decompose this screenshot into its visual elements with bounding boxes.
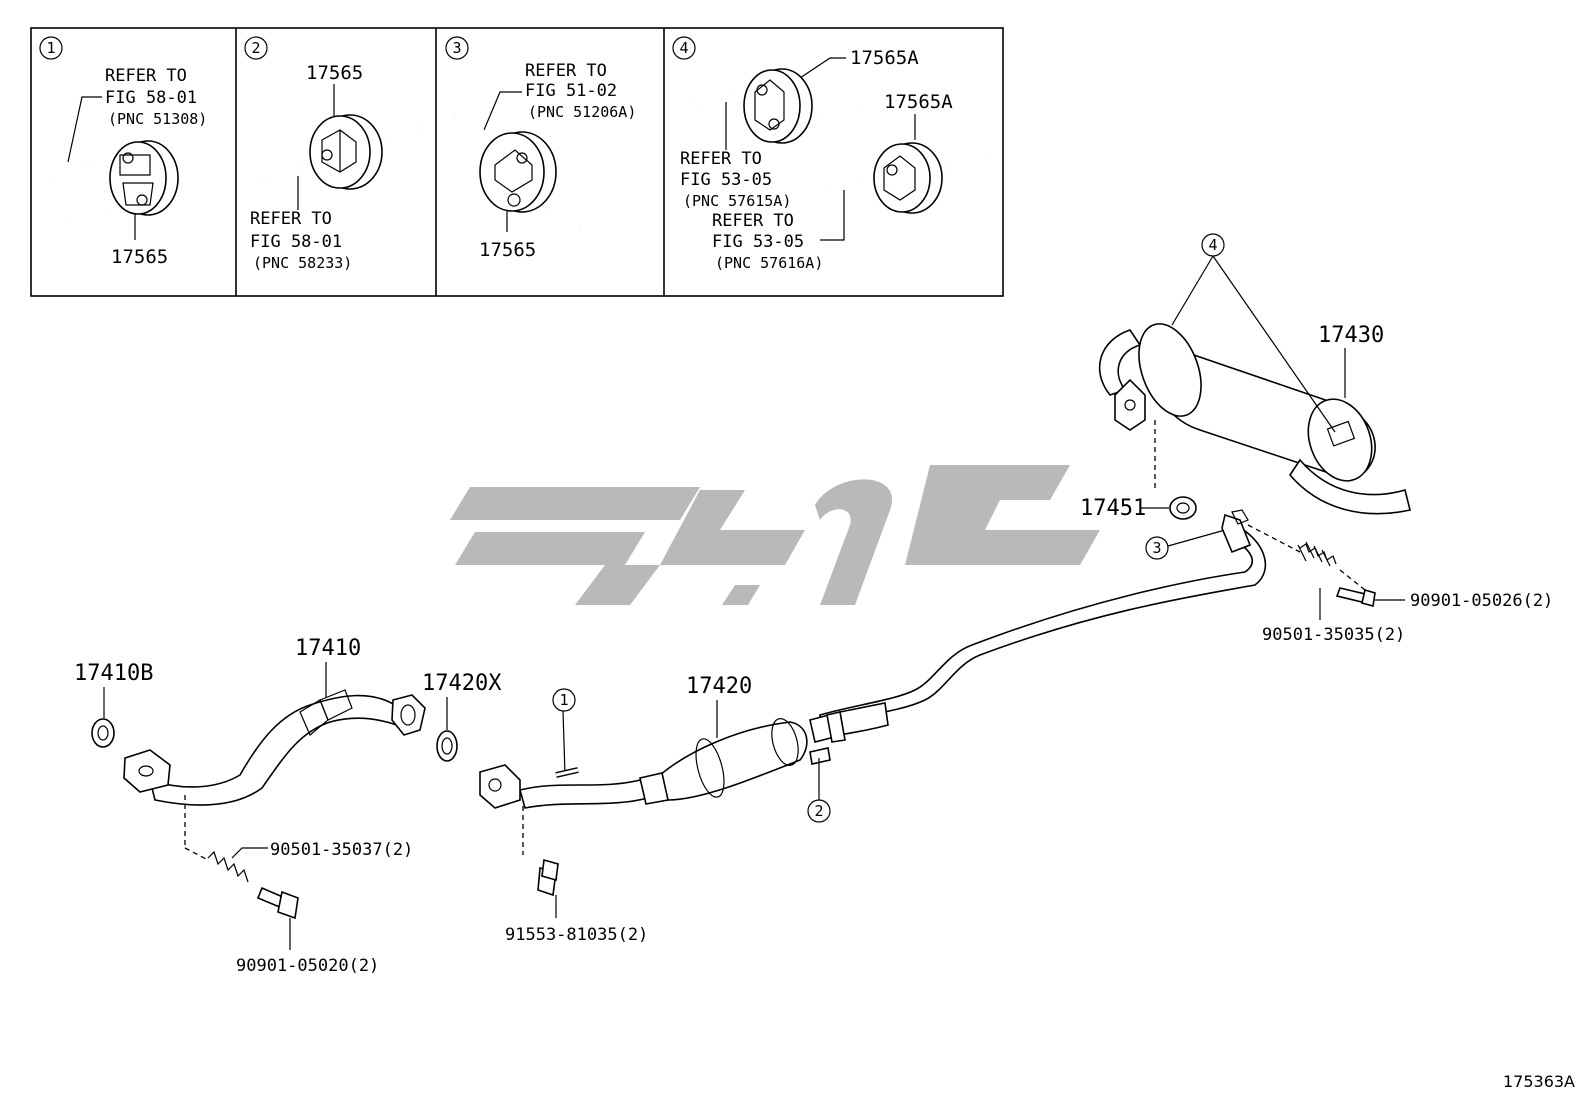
fig-reference: FIG 58-01	[250, 232, 342, 252]
spring	[1297, 541, 1337, 567]
part-number-90501-35035: 90501-35035(2)	[1262, 625, 1405, 645]
pnc-reference: (PNC 58233)	[253, 254, 352, 272]
panel-number: 3	[452, 39, 461, 57]
refer-label: REFER TO	[250, 209, 332, 229]
part-number-91553-81035: 91553-81035(2)	[505, 925, 648, 945]
fig-reference: FIG 58-01	[105, 88, 197, 108]
front-exhaust-pipe	[123, 689, 426, 806]
part-number-90901-05020: 90901-05020(2)	[236, 956, 379, 976]
rubber-hanger-icon	[743, 68, 813, 144]
callout-4: 4	[1171, 233, 1336, 433]
inset-panels	[30, 27, 1004, 297]
pnc-reference-2: (PNC 57616A)	[715, 254, 823, 272]
svg-text:3: 3	[1152, 539, 1161, 557]
gasket-ring	[436, 730, 458, 762]
part-number-90501-35037: 90501-35037(2)	[270, 840, 413, 860]
part-number-17451: 17451	[1080, 496, 1146, 521]
part-number-17565: 17565	[479, 239, 536, 261]
callout-3: 3	[1145, 529, 1226, 560]
callout-1: 1	[552, 688, 576, 712]
part-number-17410B: 17410B	[74, 661, 153, 686]
panel-number: 4	[679, 39, 688, 57]
pnc-reference: (PNC 51308)	[108, 110, 207, 128]
gasket-ring	[1169, 496, 1197, 520]
figure-id: 175363A	[1503, 1072, 1575, 1091]
refer-label: REFER TO	[105, 66, 187, 86]
callout-2: 2	[807, 758, 831, 823]
refer-label-2: REFER TO	[712, 211, 794, 231]
svg-text:1: 1	[559, 691, 568, 709]
refer-label: REFER TO	[680, 149, 762, 169]
fig-reference-2: FIG 53-05	[712, 232, 804, 252]
pnc-reference: (PNC 57615A)	[683, 192, 791, 210]
part-number-17565A: 17565A	[850, 47, 919, 69]
fig-reference: FIG 53-05	[680, 170, 772, 190]
rubber-hanger-icon	[873, 142, 943, 214]
rubber-hanger-icon	[479, 131, 557, 213]
inset-panel-4: 4 17565A REFER TO FIG 53-05 (PNC 57615A)…	[672, 36, 986, 272]
rubber-hanger-icon	[309, 114, 383, 190]
watermark-logo	[450, 465, 1100, 605]
spring	[207, 850, 249, 883]
catalytic-converter-section	[479, 702, 889, 809]
pnc-reference: (PNC 51206A)	[528, 103, 636, 121]
tail-muffler	[1098, 323, 1411, 515]
svg-text:2: 2	[814, 802, 823, 820]
inset-panel-1: 1 REFER TO FIG 58-01 (PNC 51308) 17565	[39, 36, 207, 268]
gasket-ring	[91, 718, 115, 748]
part-number-17420: 17420	[686, 674, 752, 699]
inset-panel-2: 2 17565 REFER TO FIG 58-01 (PNC 58233)	[244, 36, 421, 272]
refer-label: REFER TO	[525, 61, 607, 81]
part-number-17420X: 17420X	[422, 671, 502, 696]
bolt	[256, 886, 299, 920]
panel-number: 2	[251, 39, 260, 57]
part-number-17410: 17410	[295, 636, 361, 661]
part-number-17565: 17565	[306, 62, 363, 84]
rubber-hanger-icon	[109, 140, 179, 216]
part-number-17430: 17430	[1318, 323, 1384, 348]
svg-text:4: 4	[1208, 236, 1217, 254]
fig-reference: FIG 51-02	[525, 81, 617, 101]
bolt	[537, 858, 559, 897]
panel-number: 1	[46, 39, 55, 57]
part-number-90901-05026: 90901-05026(2)	[1410, 591, 1553, 611]
bolt	[1335, 587, 1376, 608]
inset-panel-3: 3 REFER TO FIG 51-02 (PNC 51206A) 17565	[445, 36, 636, 261]
part-number-17565A-2: 17565A	[884, 91, 953, 113]
part-number-17565: 17565	[111, 246, 168, 268]
